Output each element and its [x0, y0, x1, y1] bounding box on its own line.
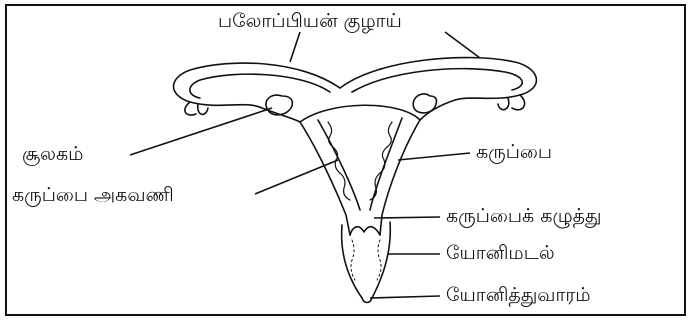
fallopian-tube-inner-right [352, 69, 522, 92]
fallopian-tube-inner [190, 74, 330, 98]
label-fallopian-tube: பலோப்பியன் குழாய் [218, 12, 402, 31]
ovary-right [413, 94, 436, 113]
label-vaginal-wall: யோனிமடல் [446, 244, 555, 263]
label-ovary: சூலகம் [22, 145, 83, 164]
label-vaginal-opening: யோனித்துவாரம் [446, 286, 591, 305]
leader-uterus [398, 153, 470, 160]
label-cervix: கருப்பைக் கழுத்து [446, 207, 602, 226]
uterine-cavity [318, 118, 402, 210]
leader-endometrium [255, 160, 338, 194]
label-endometrium: கருப்பை அகவணி [12, 186, 174, 205]
cervix [350, 227, 380, 235]
label-uterus: கருப்பை [476, 143, 552, 162]
leader-ovary [130, 108, 272, 155]
leader-fallopian-right [445, 32, 480, 58]
leader-cervix [374, 217, 440, 218]
fallopian-tube-outer-right [340, 58, 536, 120]
uterus-wall-left [300, 122, 350, 235]
vagina-right [372, 222, 390, 298]
leader-vaginal-opening [370, 296, 440, 298]
ovary-left [266, 95, 292, 115]
leader-fallopian-left [290, 32, 300, 62]
